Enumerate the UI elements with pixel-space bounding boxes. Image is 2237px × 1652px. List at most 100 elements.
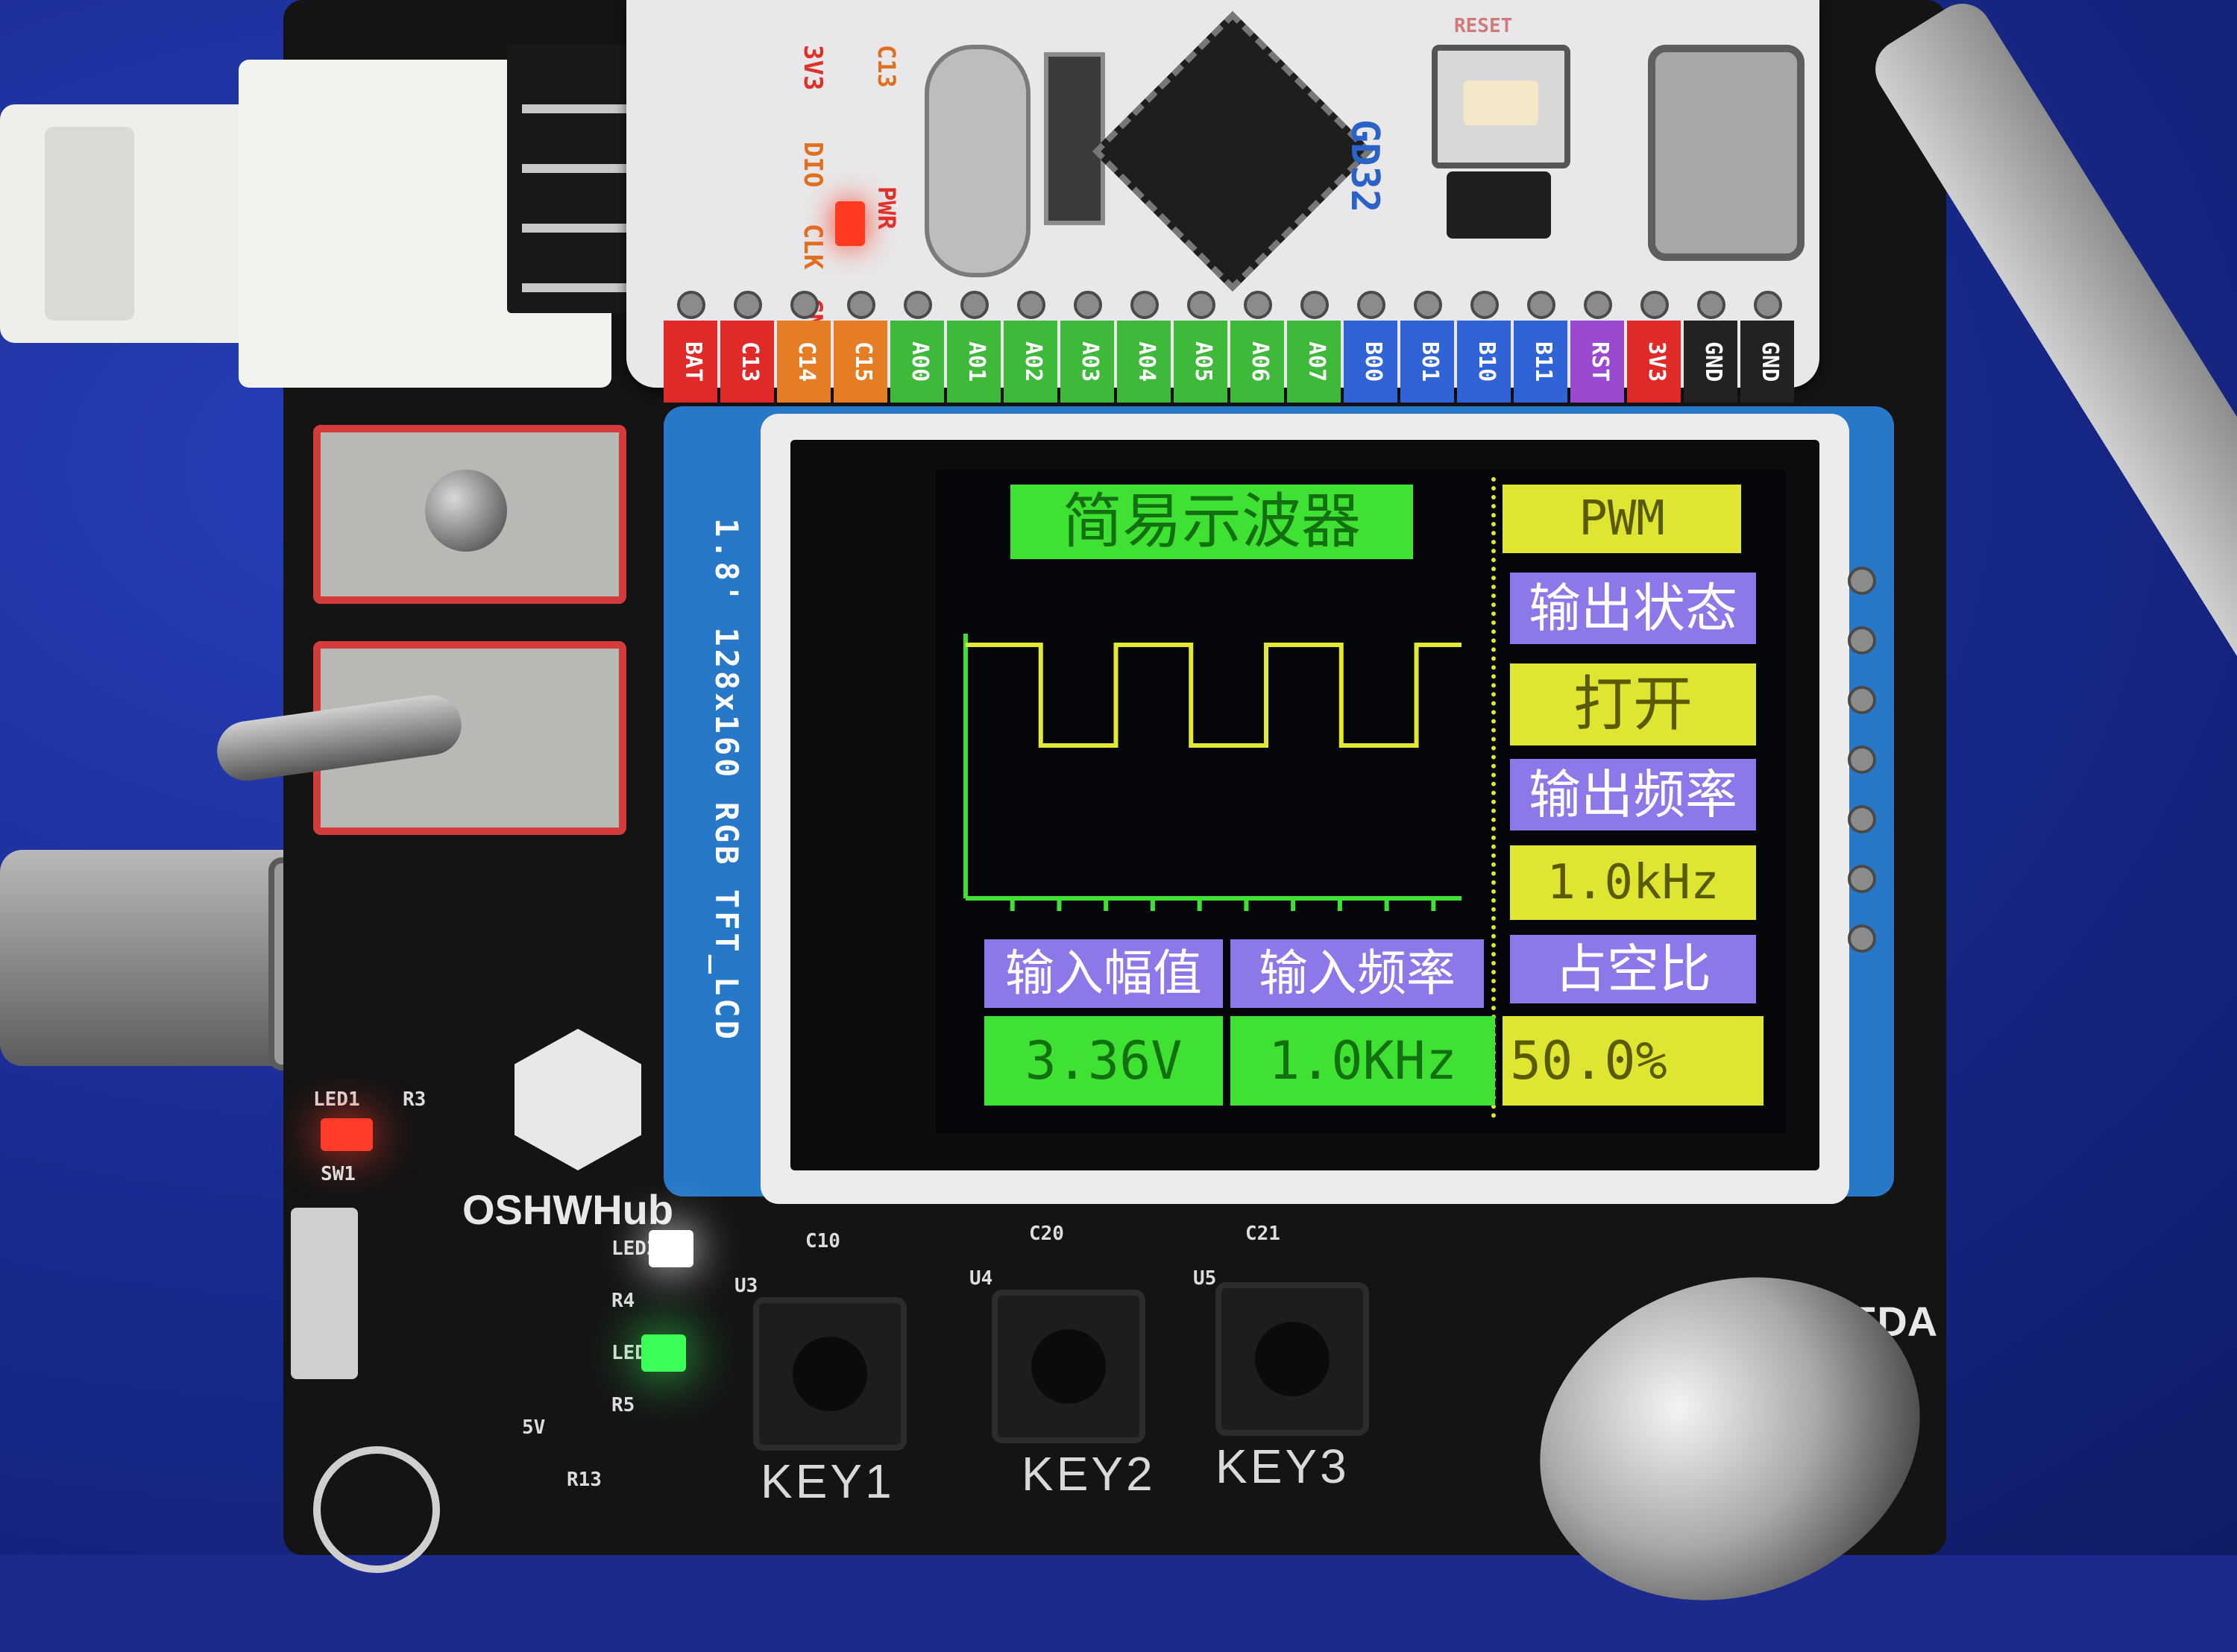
silk-c21: C21 <box>1245 1223 1280 1245</box>
lcd-pin-header <box>1842 552 1879 1163</box>
header-pin <box>1470 291 1499 319</box>
panel-divider <box>1491 477 1500 1118</box>
oshwhub-brand: OSHWHub <box>462 1186 674 1233</box>
pin-label: B11 <box>1514 321 1567 403</box>
silk-c20: C20 <box>1029 1223 1064 1245</box>
key1-label: KEY1 <box>761 1454 895 1508</box>
silk-u4: U4 <box>969 1267 993 1290</box>
header-pin <box>1414 291 1442 319</box>
pin-label: GND <box>1684 321 1737 403</box>
pin-label: A05 <box>1174 321 1227 403</box>
silk-sw1: SW1 <box>321 1163 356 1185</box>
pin-label: C15 <box>834 321 887 403</box>
x-axis-ticks <box>1010 898 1436 911</box>
square-wave-trace <box>966 643 1462 748</box>
mode-label: PWM <box>1503 485 1741 553</box>
duty-value: 50.0% <box>1503 1016 1764 1106</box>
silk-r5: R5 <box>611 1394 635 1416</box>
silk-led1: LED1 <box>313 1088 360 1111</box>
silk-r13: R13 <box>567 1469 602 1491</box>
toggle-switch-1[interactable] <box>313 425 626 604</box>
mounting-hole <box>313 1446 440 1573</box>
pin-label: A02 <box>1004 321 1057 403</box>
white-header-connector <box>239 45 761 388</box>
silk-5v: 5V <box>522 1416 546 1439</box>
header-pin <box>1640 291 1669 319</box>
key3-label: KEY3 <box>1215 1440 1350 1493</box>
header-pin <box>847 291 875 319</box>
header-pin <box>1697 291 1725 319</box>
output-state-value: 打开 <box>1510 663 1756 745</box>
key2-button[interactable] <box>992 1290 1145 1443</box>
header-pin <box>1300 291 1329 319</box>
silk-clk: CLK <box>798 224 828 270</box>
header-pin <box>1357 291 1385 319</box>
led1-red <box>321 1118 373 1151</box>
chip-brand: GD32 <box>1342 119 1387 213</box>
silk-3v3: 3V3 <box>798 45 828 91</box>
lcd-module-label: 1.8' 128x160 RGB TFT_LCD <box>708 518 745 1042</box>
key2-label: KEY2 <box>1022 1447 1156 1501</box>
silk-u3: U3 <box>734 1275 758 1297</box>
output-state-label: 输出状态 <box>1510 573 1756 644</box>
waveform-plot <box>963 634 1462 911</box>
header-pin <box>960 291 989 319</box>
header-pin <box>1130 291 1159 319</box>
duty-label: 占空比 <box>1510 935 1756 1003</box>
silk-dio: DIO <box>798 142 828 188</box>
silk-u5: U5 <box>1193 1267 1217 1290</box>
pin-label: GND <box>1740 321 1794 403</box>
amplitude-label: 输入幅值 <box>984 939 1223 1008</box>
pin-label: BAT <box>664 321 717 403</box>
gd32-dev-board: 3V3 DIO CLK GND C13 PWR GD32 RESET BATC1… <box>626 0 1819 403</box>
bnc-connector-top <box>0 104 254 343</box>
usb-c-port[interactable] <box>1648 45 1805 261</box>
pin-label: RST <box>1570 321 1624 403</box>
pin-label: A06 <box>1230 321 1284 403</box>
pin-label: C13 <box>720 321 774 403</box>
output-freq-value: 1.0kHz <box>1510 845 1756 920</box>
header-pin <box>1754 291 1782 319</box>
mcu-chip <box>1092 10 1374 292</box>
led2-white <box>649 1230 693 1267</box>
lcd-screen: 简易示波器 PWM 输出状态 打开 输出频率 1.0kHz 占空比 输入幅值 输… <box>936 470 1786 1133</box>
header-pin <box>1187 291 1215 319</box>
pin-label: C14 <box>777 321 831 403</box>
led3-green <box>641 1334 686 1372</box>
pin-label: A00 <box>890 321 944 403</box>
pin-label: A07 <box>1287 321 1341 403</box>
reset-label: RESET <box>1454 15 1513 37</box>
pin-label: B00 <box>1344 321 1397 403</box>
pin-label: B01 <box>1400 321 1454 403</box>
pin-label: A04 <box>1117 321 1171 403</box>
input-freq-label: 输入频率 <box>1230 939 1484 1008</box>
pin-label: B10 <box>1457 321 1511 403</box>
header-pin <box>677 291 705 319</box>
header-pin <box>1584 291 1612 319</box>
crystal-small <box>1044 52 1105 225</box>
key3-button[interactable] <box>1215 1282 1369 1436</box>
silk-r3: R3 <box>403 1088 427 1111</box>
crystal-label: C13 <box>872 45 901 88</box>
header-pin <box>734 291 762 319</box>
header-pin <box>1244 291 1272 319</box>
reset-button[interactable] <box>1432 45 1570 168</box>
screen-title: 简易示波器 <box>1010 485 1413 559</box>
pwr-led <box>835 201 865 246</box>
input-freq-value: 1.0KHz <box>1230 1016 1495 1106</box>
key1-button[interactable] <box>753 1297 907 1451</box>
silk-c10: C10 <box>805 1230 840 1252</box>
toggle-switch-2[interactable] <box>213 641 626 835</box>
header-pin <box>904 291 932 319</box>
pwr-label: PWR <box>872 186 901 230</box>
crystal-oscillator <box>925 45 1031 277</box>
silk-r4: R4 <box>611 1290 635 1312</box>
boot-jumper[interactable] <box>1447 171 1551 239</box>
header-pin <box>1527 291 1555 319</box>
amplitude-value: 3.36V <box>984 1016 1223 1106</box>
header-pin <box>1074 291 1102 319</box>
pin-label: A01 <box>947 321 1001 403</box>
pin-label: 3V3 <box>1627 321 1681 403</box>
slide-switch[interactable] <box>291 1208 358 1379</box>
